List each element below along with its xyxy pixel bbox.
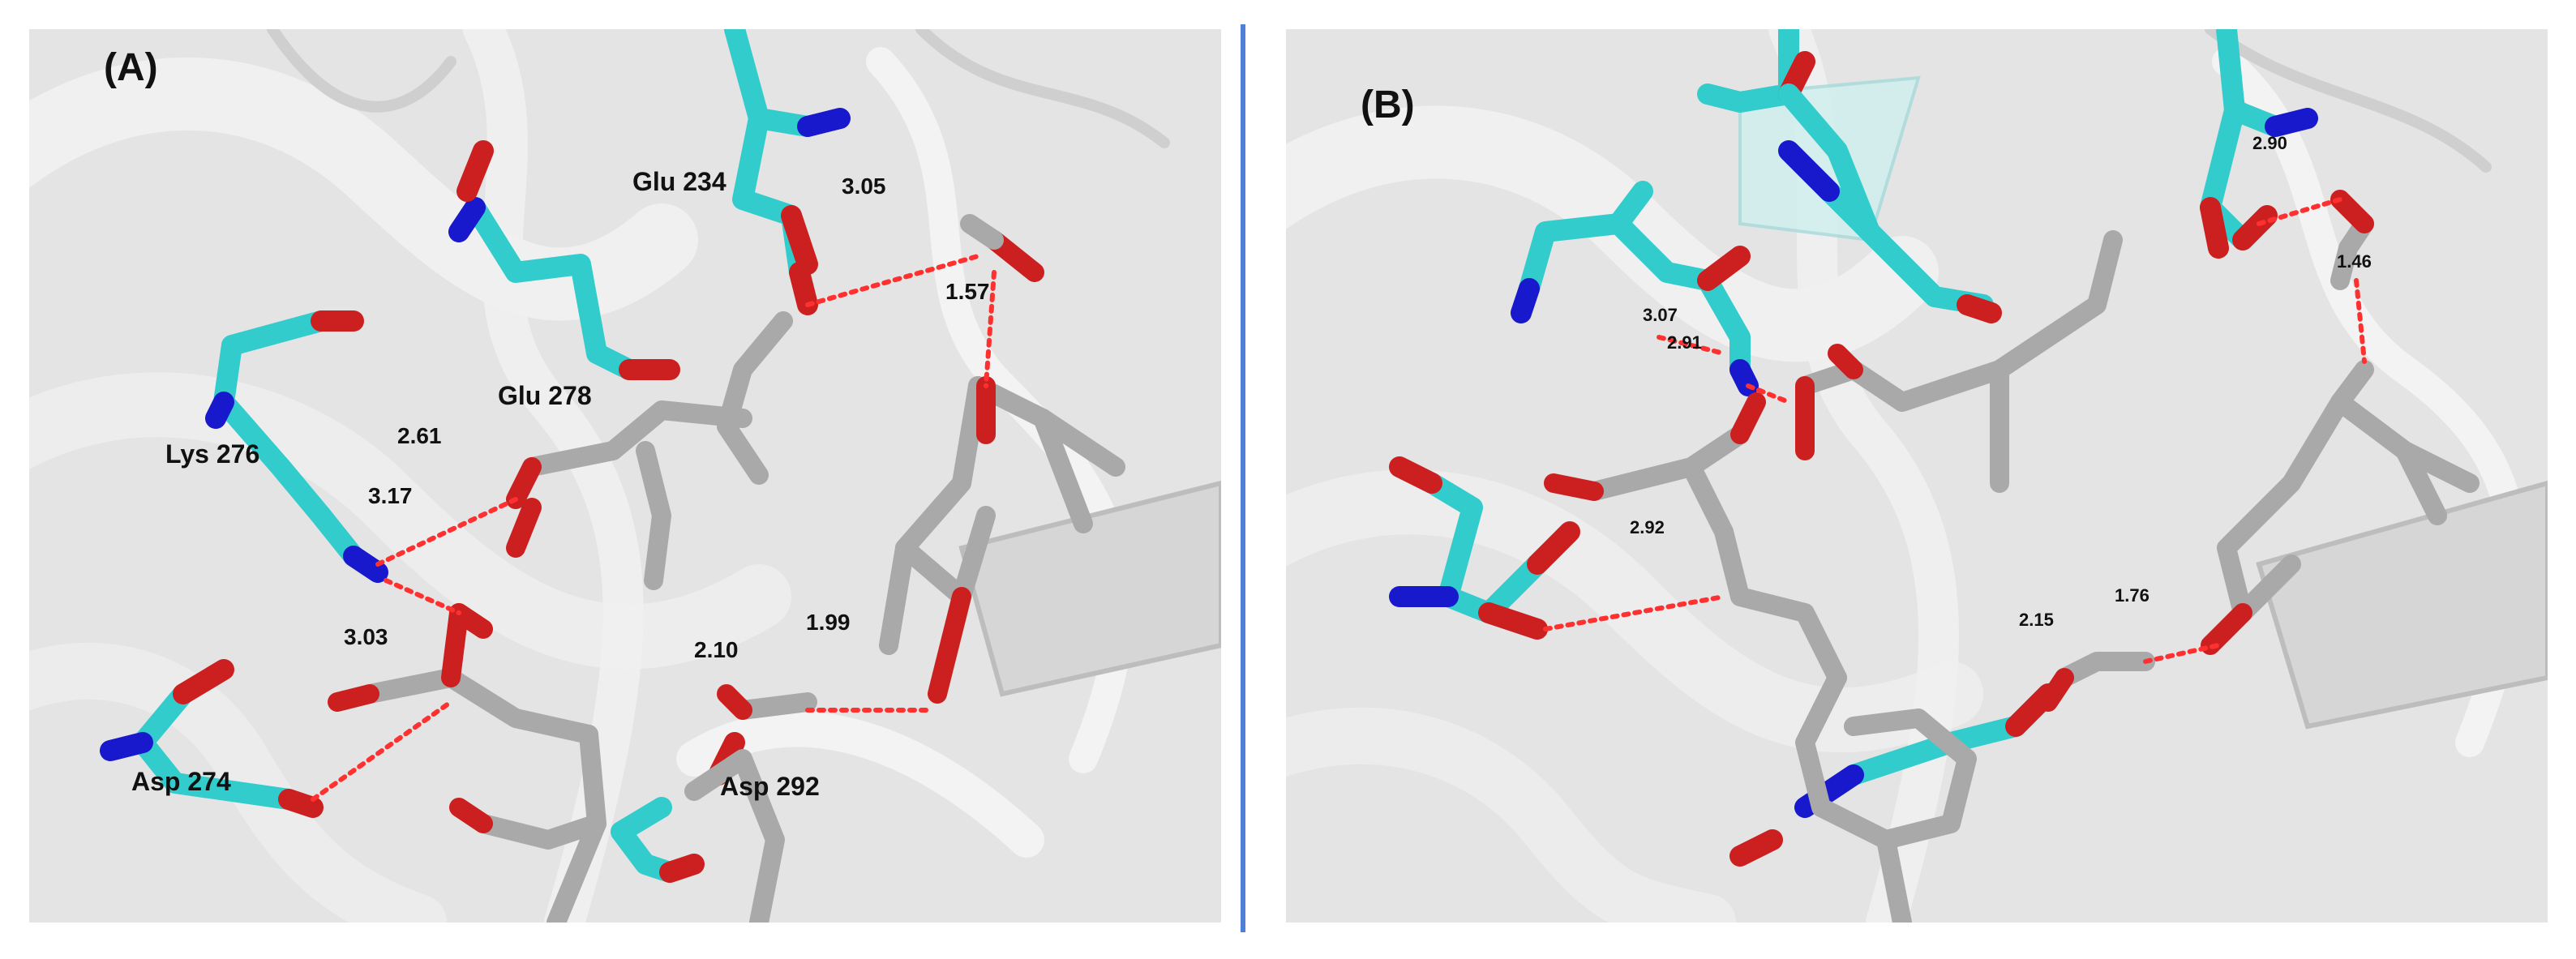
- residue-label-glu234: Glu 234: [632, 167, 727, 196]
- ribbon-sheet: [958, 480, 1221, 697]
- panel-divider: [1241, 24, 1245, 932]
- panel-a: (A) Glu 234 Glu 278 Lys 276 Asp 274 Asp …: [29, 29, 1221, 923]
- distance-label: 3.05: [842, 173, 886, 199]
- ribbon-tube: [267, 29, 456, 113]
- ribbon-tube: [915, 29, 1170, 148]
- distance-label: 2.15: [2019, 610, 2054, 630]
- distance-label: 1.57: [945, 279, 990, 304]
- residue-label-asp274: Asp 274: [131, 767, 231, 796]
- distance-label: 3.17: [368, 483, 413, 508]
- panel-b: (B) 2.90 1.46 3.07 2.91 2.92 2.15 1.76: [1286, 29, 2548, 923]
- distance-label: 1.76: [2115, 585, 2150, 606]
- distance-label: 3.03: [344, 624, 388, 649]
- ribbon-helix: [29, 372, 791, 670]
- distance-label: 2.91: [1667, 332, 1702, 353]
- panel-label-a: (A): [104, 46, 158, 89]
- ribbon-sheet: [2256, 480, 2548, 730]
- protein-structure-a: [29, 29, 1221, 923]
- distance-label: 3.07: [1643, 305, 1678, 325]
- residue-label-lys276: Lys 276: [165, 439, 260, 469]
- ribbon-helix: [1286, 707, 1736, 923]
- ribbon-helix: [29, 58, 698, 321]
- panel-label-b: (B): [1361, 83, 1415, 126]
- residue-label-glu278: Glu 278: [498, 381, 592, 410]
- distance-label: 1.99: [806, 610, 851, 635]
- ribbon-helix: [29, 642, 447, 923]
- ribbon-tube: [2205, 29, 2492, 173]
- distance-label: 2.90: [2252, 133, 2287, 153]
- ribbon-helix: [1286, 469, 1983, 753]
- protein-structure-b: [1286, 29, 2548, 923]
- distance-label: 2.61: [397, 423, 442, 448]
- distance-label: 1.46: [2337, 251, 2372, 272]
- ribbon-loop: [463, 29, 644, 923]
- distance-label: 2.10: [694, 637, 739, 662]
- residue-label-asp292: Asp 292: [720, 772, 820, 801]
- distance-label: 2.92: [1630, 517, 1665, 537]
